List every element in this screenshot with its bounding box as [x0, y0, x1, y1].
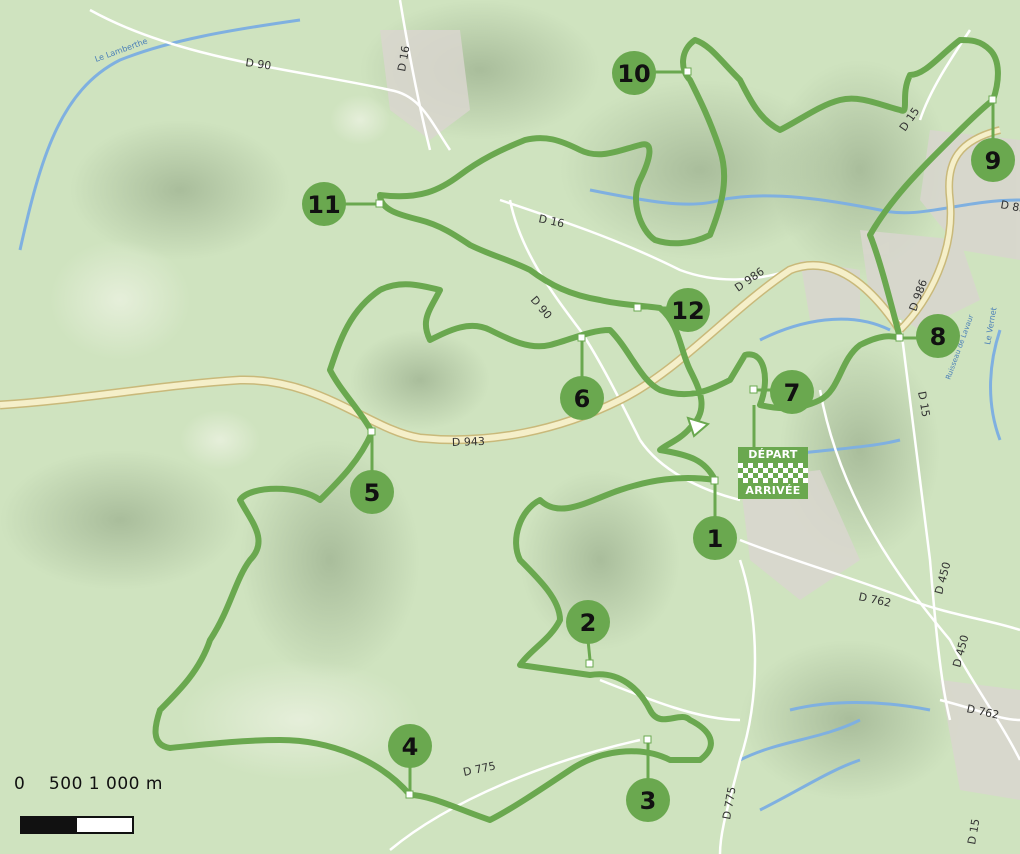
scale-bar	[20, 816, 134, 834]
waypoint-5-label: 5	[364, 479, 381, 507]
start-finish-marker[interactable]: DÉPART ARRIVÉE	[738, 447, 808, 499]
waypoint-11-label: 11	[307, 191, 340, 219]
waypoint-6[interactable]: 6	[560, 376, 604, 420]
major-roads	[0, 126, 1001, 445]
waypoint-12-label: 12	[671, 297, 704, 325]
waypoint-1[interactable]: 1	[693, 516, 737, 560]
road-label-d15: D 15	[915, 390, 932, 418]
waypoint-12[interactable]: 12	[666, 288, 710, 332]
waypoint-2[interactable]: 2	[566, 600, 610, 644]
road-label-d450-a: D 450	[932, 561, 953, 596]
town-areas	[380, 30, 1020, 800]
scale-bar-label: 0 500 1 000 m	[14, 774, 163, 794]
road-label-d16-north: D 16	[395, 45, 412, 73]
waypoint-1-label: 1	[707, 525, 724, 553]
waypoint-4[interactable]: 4	[388, 724, 432, 768]
waypoint-3[interactable]: 3	[626, 778, 670, 822]
waypoint-7[interactable]: 7	[770, 370, 814, 414]
waypoint-4-label: 4	[402, 733, 419, 761]
waypoint-7-label: 7	[784, 379, 801, 407]
scale-bar-segment-light	[77, 818, 132, 832]
road-label-d943: D 943	[452, 435, 485, 449]
waypoint-3-label: 3	[640, 787, 657, 815]
waypoint-2-label: 2	[580, 609, 597, 637]
waypoint-10[interactable]: 10	[612, 51, 656, 95]
waypoint-6-label: 6	[574, 385, 591, 413]
road-label-d775: D 775	[462, 759, 497, 779]
checkered-flag-icon	[738, 463, 808, 483]
road-label-d90: D 90	[528, 294, 555, 322]
road-label-d83: D 83	[999, 198, 1020, 215]
route-direction-arrow-icon	[686, 416, 711, 438]
waypoint-8[interactable]: 8	[916, 314, 960, 358]
start-label: DÉPART	[738, 447, 808, 463]
waypoint-9[interactable]: 9	[971, 138, 1015, 182]
hiking-route[interactable]	[152, 37, 1001, 823]
waypoint-5[interactable]: 5	[350, 470, 394, 514]
road-label-d15-south: D 15	[965, 818, 982, 846]
finish-label: ARRIVÉE	[738, 483, 808, 499]
waypoint-10-label: 10	[617, 60, 650, 88]
waypoint-8-label: 8	[930, 323, 947, 351]
waypoint-11[interactable]: 11	[302, 182, 346, 226]
road-label-d775-b: D 775	[720, 786, 739, 821]
road-network	[89, 0, 1020, 854]
scale-bar-segment-dark	[22, 818, 77, 832]
waypoint-9-label: 9	[985, 147, 1002, 175]
road-label-d90-north: D 90	[245, 56, 273, 72]
waypoint-junction-markers	[367, 67, 997, 799]
waypoint-markers[interactable]: 1 2 3 4 5 6 7 8 9 10 11 12	[302, 51, 1015, 822]
road-label-d762-a: D 762	[857, 590, 892, 610]
road-label-d450-b: D 450	[950, 634, 971, 669]
road-label-d16: D 16	[537, 212, 565, 230]
